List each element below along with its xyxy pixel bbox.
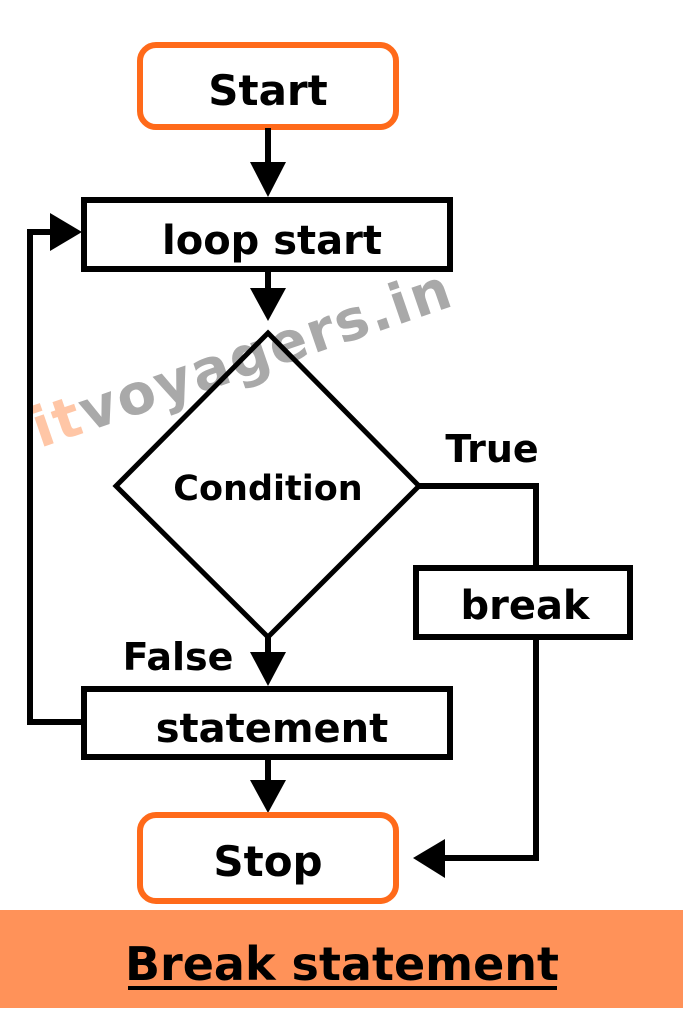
statement-label: statement xyxy=(156,706,389,752)
loop-start-box xyxy=(81,197,453,272)
arrow-statement-to-stop xyxy=(250,757,286,813)
start-label: Start xyxy=(208,66,327,115)
arrow-break-to-stop xyxy=(413,637,539,878)
break-label: break xyxy=(460,583,590,629)
stop-terminal xyxy=(137,812,399,904)
loop-start-label: loop start xyxy=(162,218,382,264)
arrow-loop-back xyxy=(27,213,84,725)
arrow-start-to-loop xyxy=(250,128,286,197)
title-banner xyxy=(0,910,683,1008)
true-label: True xyxy=(445,427,538,471)
arrow-loop-to-condition xyxy=(250,270,286,321)
arrow-condition-to-statement xyxy=(250,637,286,686)
start-terminal xyxy=(137,42,399,130)
stop-label: Stop xyxy=(213,837,322,886)
break-box xyxy=(413,565,633,640)
banner-title: Break statement xyxy=(125,937,559,991)
true-connector xyxy=(419,483,539,568)
condition-label: Condition xyxy=(173,469,362,509)
false-label: False xyxy=(123,635,234,679)
